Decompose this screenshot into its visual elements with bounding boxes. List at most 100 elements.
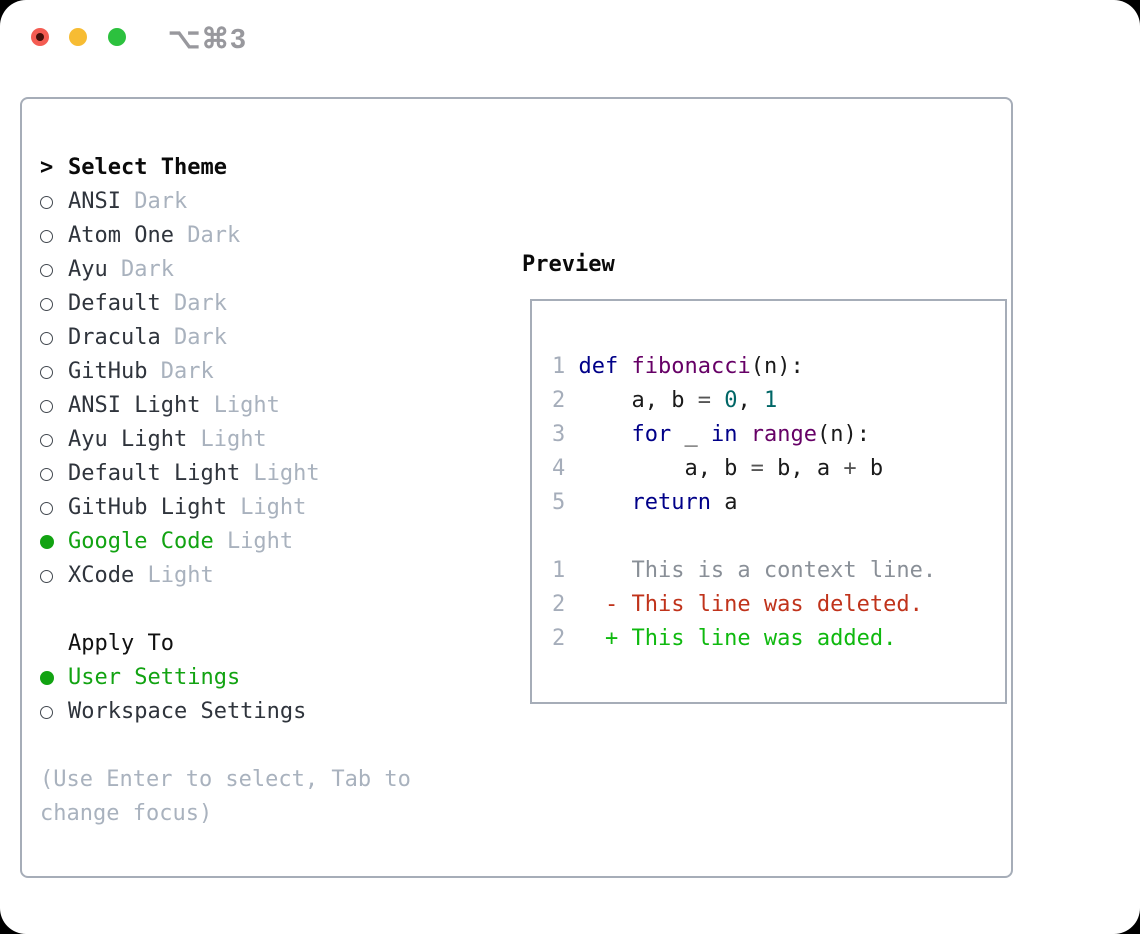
code-token: a, b [578, 388, 698, 413]
code-token: b, a [763, 456, 844, 481]
spacer [40, 593, 480, 627]
apply-to-title: Apply To [68, 631, 174, 656]
theme-name: Atom One [68, 223, 174, 248]
radio-icon[interactable] [40, 569, 68, 583]
line-number: 2 [552, 388, 566, 413]
radio-icon[interactable] [40, 195, 68, 209]
radio-icon[interactable] [40, 399, 68, 413]
theme-name: Google Code [68, 529, 214, 554]
radio-icon[interactable] [40, 433, 68, 447]
code-line: 2 a, b = 0, 1 [552, 384, 936, 418]
code-token: b [856, 456, 884, 481]
radio-circle [40, 331, 53, 345]
radio-icon[interactable] [40, 365, 68, 379]
code-line: 4 a, b = b, a + b [552, 452, 936, 486]
radio-icon[interactable] [40, 297, 68, 311]
theme-option[interactable]: Ayu Dark [40, 253, 480, 287]
close-button[interactable] [31, 28, 49, 46]
line-number: 3 [552, 422, 566, 447]
code-token: (n): [750, 354, 804, 379]
select-theme-header: > Select Theme [40, 151, 480, 185]
theme-name: Dracula [68, 325, 161, 350]
code-token: range [750, 422, 817, 447]
code-token: fibonacci [631, 354, 751, 379]
diff-line: 1 This is a context line. [552, 554, 936, 588]
theme-variant-tag: Light [200, 427, 267, 452]
diff-preview-block: 1 This is a context line.2 - This line w… [552, 554, 936, 656]
code-token: 1 [763, 388, 778, 413]
diff-line: 2 + This line was added. [552, 622, 936, 656]
radio-icon[interactable] [40, 705, 68, 719]
code-token [711, 388, 724, 413]
theme-option[interactable]: XCode Light [40, 559, 480, 593]
radio-circle [40, 671, 54, 685]
code-token: + [843, 456, 857, 481]
code-token: - This line was deleted. [578, 592, 923, 617]
title-bar: ⌥⌘3 [0, 0, 1140, 70]
theme-name: Ayu [68, 257, 108, 282]
code-token: in [710, 422, 738, 447]
theme-variant-tag: Dark [160, 359, 214, 384]
code-token: def [578, 354, 619, 379]
code-token [578, 490, 631, 515]
radio-circle [40, 535, 54, 549]
diff-line: 2 - This line was deleted. [552, 588, 936, 622]
theme-variant-tag: Light [240, 495, 307, 520]
radio-selected-icon[interactable] [40, 535, 68, 549]
theme-variant-tag: Dark [187, 223, 241, 248]
help-text: (Use Enter to select, Tab to change focu… [40, 767, 411, 826]
line-number: 4 [552, 456, 566, 481]
theme-variant-tag: Light [213, 393, 280, 418]
code-token: + This line was added. [578, 626, 897, 651]
radio-icon[interactable] [40, 467, 68, 481]
radio-circle [40, 365, 53, 379]
zoom-button[interactable] [108, 28, 126, 46]
minimize-button[interactable] [69, 28, 87, 46]
code-token [737, 422, 750, 447]
select-theme-title: Select Theme [68, 155, 227, 180]
theme-name: XCode [68, 563, 135, 588]
theme-variant-tag: Light [147, 563, 214, 588]
code-token: 0 [724, 388, 738, 413]
theme-option[interactable]: Atom One Dark [40, 219, 480, 253]
radio-circle [40, 467, 53, 481]
theme-variant-tag: Light [253, 461, 320, 486]
radio-icon[interactable] [40, 331, 68, 345]
theme-name: Default [68, 291, 161, 316]
radio-circle [40, 399, 53, 413]
window-shortcut-label: ⌥⌘3 [168, 23, 247, 54]
prompt-icon: > [40, 155, 54, 180]
radio-icon[interactable] [40, 229, 68, 243]
radio-circle [40, 501, 53, 515]
apply-to-option[interactable]: Workspace Settings [40, 695, 480, 729]
radio-circle [40, 263, 53, 277]
radio-selected-icon[interactable] [40, 671, 68, 685]
apply-to-option[interactable]: User Settings [40, 661, 480, 695]
radio-icon[interactable] [40, 263, 68, 277]
theme-variant-tag: Dark [134, 189, 188, 214]
radio-circle [40, 569, 53, 583]
spacer [40, 729, 480, 763]
theme-variant-tag: Dark [120, 257, 174, 282]
code-token: _ [671, 422, 711, 447]
apply-to-label: User Settings [68, 665, 241, 690]
code-token: a, b [578, 456, 751, 481]
code-token: a [710, 490, 738, 515]
radio-icon[interactable] [40, 501, 68, 515]
